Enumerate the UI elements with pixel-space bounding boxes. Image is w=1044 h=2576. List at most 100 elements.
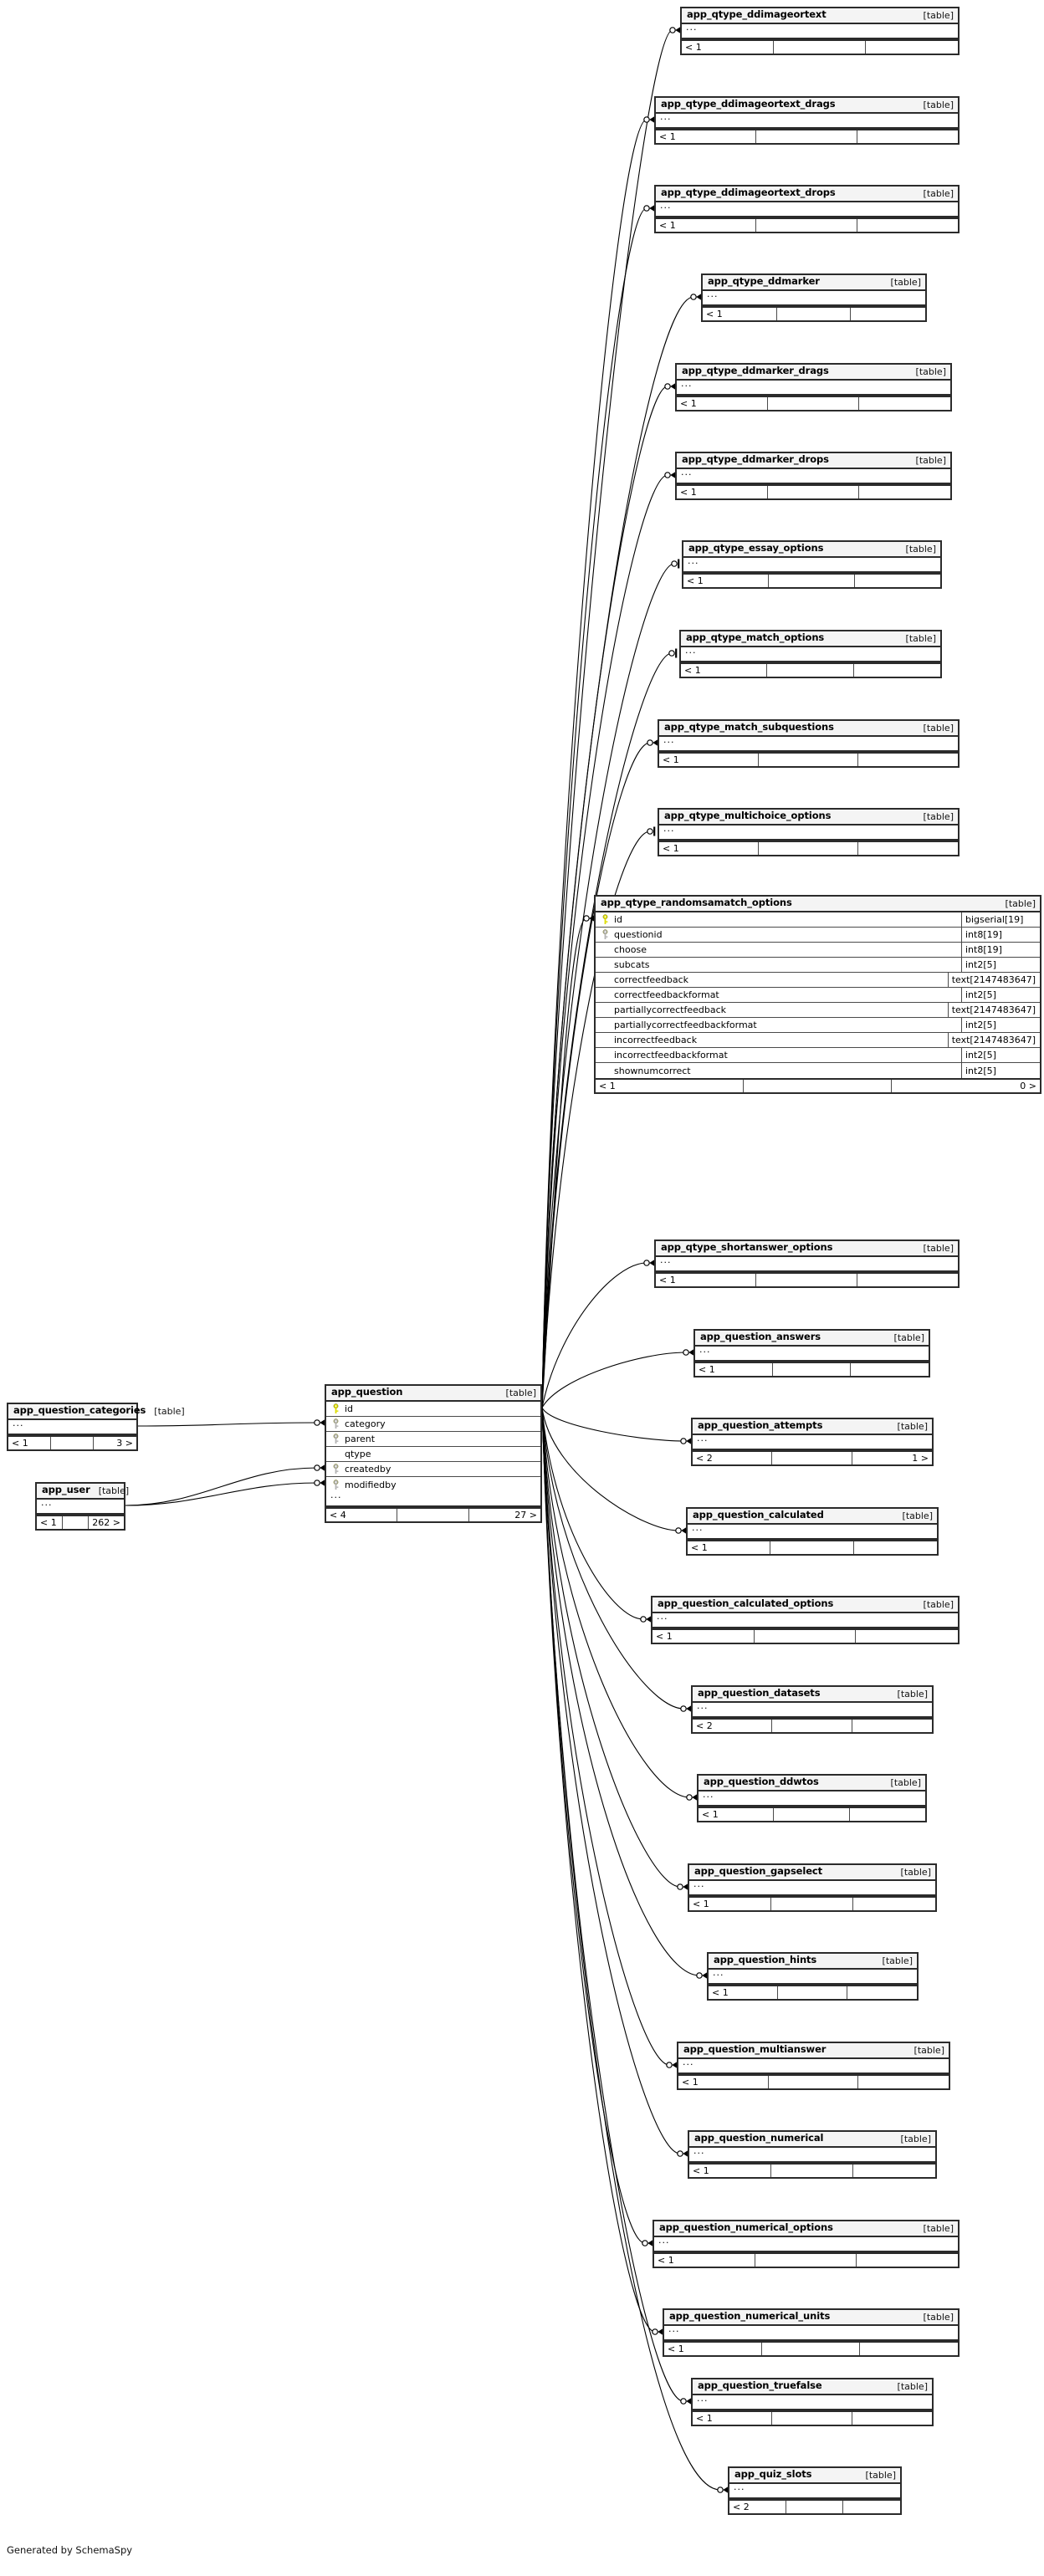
table-node-app_question_numerical_units[interactable]: app_question_numerical_units[table]...< … (663, 2308, 960, 2357)
column-name-cell: createdby (326, 1464, 540, 1475)
table-degree-footer: < 1 (659, 841, 958, 855)
table-degree-footer: < 1 (656, 1272, 958, 1286)
degree-spacer (778, 1986, 847, 1999)
table-node-app_question_answers[interactable]: app_question_answers[table]...< 1 (693, 1329, 930, 1377)
table-type-tag: [table] (923, 1242, 954, 1254)
table-type-tag: [table] (905, 632, 936, 644)
table-type-tag: [table] (915, 454, 946, 466)
degree-spacer (770, 1541, 854, 1554)
crowsfoot-app_qtype_match_options (668, 648, 678, 658)
collapsed-columns-ellipsis: ... (689, 2146, 935, 2163)
collapsed-columns-ellipsis: ... (703, 289, 925, 306)
table-node-app_question_numerical_options[interactable]: app_question_numerical_options[table]...… (652, 2220, 960, 2268)
outbound-degree: 3 > (116, 1438, 133, 1449)
table-degree-footer: < 1 (656, 217, 958, 232)
edge-app_question-to-app_qtype_ddimageortext_drops (541, 207, 647, 1408)
table-header: app_question_attempts[table] (693, 1419, 932, 1435)
collapsed-columns-ellipsis: ... (695, 1345, 929, 1362)
column-row[interactable]: shownumcorrect int2[5] (596, 1063, 1040, 1078)
column-type-cell: text[2147483647] (947, 1003, 1040, 1017)
table-node-app_qtype_ddmarker_drags[interactable]: app_qtype_ddmarker_drags[table]...< 1 (675, 363, 952, 411)
table-node-app_qtype_randomsamatch_options[interactable]: app_qtype_randomsamatch_options[table]id… (594, 895, 1041, 1094)
column-row[interactable]: modifiedby (326, 1477, 540, 1492)
column-row[interactable]: qtype (326, 1447, 540, 1462)
table-node-app_question_numerical[interactable]: app_question_numerical[table]...< 1 (688, 2130, 937, 2179)
outbound-degree (852, 2412, 932, 2425)
table-node-app_question_gapselect[interactable]: app_question_gapselect[table]...< 1 (688, 1863, 937, 1912)
table-name: app_quiz_slots (734, 2468, 812, 2481)
column-row[interactable]: id (326, 1402, 540, 1417)
table-node-app_question_calculated[interactable]: app_question_calculated[table]...< 1 (686, 1507, 939, 1556)
table-header: app_question_answers[table] (695, 1331, 929, 1347)
table-node-app_qtype_ddmarker_drops[interactable]: app_qtype_ddmarker_drops[table]...< 1 (675, 452, 952, 500)
table-node-app_qtype_ddmarker[interactable]: app_qtype_ddmarker[table]...< 1 (701, 273, 927, 322)
table-header: app_question_truefalse[table] (693, 2379, 932, 2395)
table-degree-footer: < 1 (703, 306, 925, 320)
inbound-degree: < 1 (693, 2412, 773, 2425)
degree-spacer (773, 1363, 851, 1376)
outbound-degree: 262 > (92, 1517, 120, 1528)
inbound-degree: < 1 (677, 486, 768, 498)
table-header: app_question_ddwtos[table] (699, 1776, 925, 1791)
table-node-app_question_calculated_options[interactable]: app_question_calculated_options[table]..… (651, 1596, 960, 1644)
table-node-app_qtype_match_options[interactable]: app_qtype_match_options[table]...< 1 (679, 630, 942, 678)
table-node-app_qtype_shortanswer_options[interactable]: app_qtype_shortanswer_options[table]...<… (654, 1239, 960, 1288)
table-node-app_qtype_match_subquestions[interactable]: app_qtype_match_subquestions[table]...< … (658, 719, 960, 768)
table-node-app_qtype_ddimageortext_drops[interactable]: app_qtype_ddimageortext_drops[table]...<… (654, 185, 960, 233)
column-name-cell: shownumcorrect (614, 1065, 691, 1076)
table-header: app_qtype_shortanswer_options[table] (656, 1241, 958, 1257)
table-header: app_question_hints[table] (709, 1954, 917, 1970)
column-type-cell: int2[5] (961, 1063, 1040, 1078)
inbound-degree: < 1 (695, 1363, 773, 1376)
table-name: app_qtype_essay_options (688, 542, 824, 555)
outbound-degree: 1 > (912, 1453, 929, 1464)
column-row[interactable]: createdby (326, 1462, 540, 1477)
table-node-app_qtype_ddimageortext_drags[interactable]: app_qtype_ddimageortext_drags[table]...<… (654, 96, 960, 145)
collapsed-columns-ellipsis: ... (677, 379, 950, 396)
degree-spacer (786, 2501, 843, 2513)
table-name: app_question_gapselect (694, 1865, 823, 1878)
table-node-app_question_datasets[interactable]: app_question_datasets[table]...< 2 (691, 1685, 934, 1734)
table-degree-footer: < 1 (659, 752, 958, 766)
inbound-degree: < 1 (656, 1274, 757, 1286)
table-type-tag: [table] (897, 2380, 928, 2392)
inbound-degree: < 1 (664, 2343, 762, 2355)
table-node-app_qtype_ddimageortext[interactable]: app_qtype_ddimageortext[table]...< 1 (680, 7, 960, 55)
inbound-degree: < 1 (683, 575, 770, 587)
column-row[interactable]: parent (326, 1432, 540, 1447)
outbound-degree (854, 664, 940, 677)
degree-spacer (767, 664, 854, 677)
table-node-app_question_multianswer[interactable]: app_question_multianswer[table]...< 1 (677, 2042, 950, 2090)
column-row[interactable]: category (326, 1417, 540, 1432)
table-type-tag: [table] (897, 1688, 928, 1699)
table-degree-footer: < 1 (699, 1807, 925, 1821)
table-header: app_qtype_ddmarker_drops[table] (677, 453, 950, 469)
inbound-degree: < 1 (654, 2254, 755, 2267)
table-header: app_qtype_ddimageortext[table] (682, 8, 958, 24)
table-degree-footer: < 1 (678, 2074, 949, 2088)
edge-app_question-to-app_question_calculated (541, 1407, 679, 1531)
column-name-cell: subcats (614, 959, 650, 970)
table-node-app_qtype_essay_options[interactable]: app_qtype_essay_options[table]...< 1 (682, 540, 942, 589)
table-node-app_question_truefalse[interactable]: app_question_truefalse[table]...< 1 (691, 2378, 934, 2426)
table-header: app_qtype_multichoice_options[table] (659, 810, 958, 825)
table-node-app_question_hints[interactable]: app_question_hints[table]...< 1 (707, 1952, 919, 2001)
table-node-app_question_ddwtos[interactable]: app_question_ddwtos[table]...< 1 (697, 1774, 927, 1822)
table-node-app_qtype_multichoice_options[interactable]: app_qtype_multichoice_options[table]...<… (658, 808, 960, 856)
table-node-app_quiz_slots[interactable]: app_quiz_slots[table]...< 2 (728, 2466, 902, 2515)
